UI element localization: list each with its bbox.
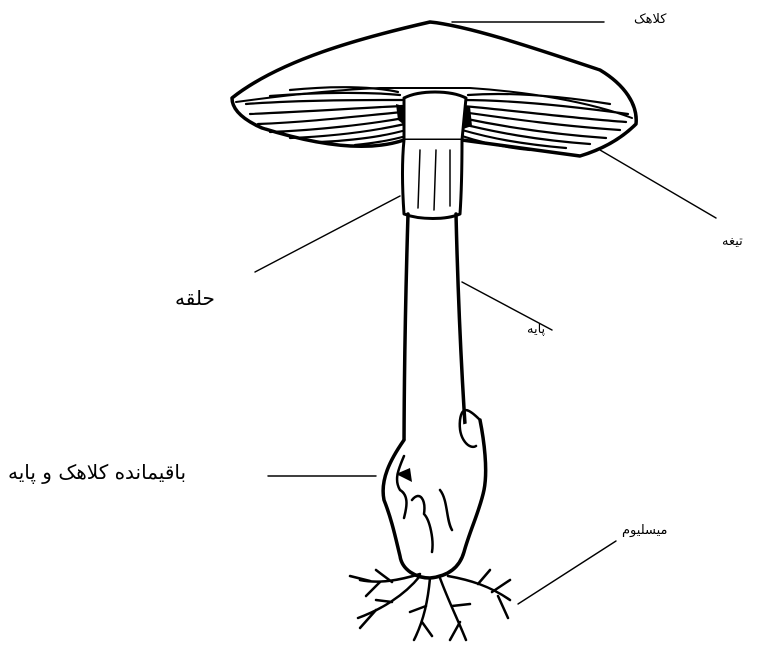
mycelium-roots <box>350 570 510 640</box>
ring-leader-line <box>255 196 400 272</box>
gills-leader-line <box>600 150 716 218</box>
volva-shape <box>383 410 486 578</box>
stipe-top <box>404 92 466 140</box>
stipe-label: پایه <box>527 322 545 337</box>
mycelium-label: میسلیوم <box>622 523 667 538</box>
ring-shape <box>403 140 463 219</box>
volva-label: باقیمانده کلاهک و پایه <box>8 460 186 484</box>
cap-label: کلاهک <box>634 12 666 27</box>
ring-label: حلقه <box>175 286 215 310</box>
gills-label: تیغه <box>722 234 743 249</box>
mycelium-leader-line <box>518 541 616 604</box>
stipe-shape <box>404 214 466 460</box>
